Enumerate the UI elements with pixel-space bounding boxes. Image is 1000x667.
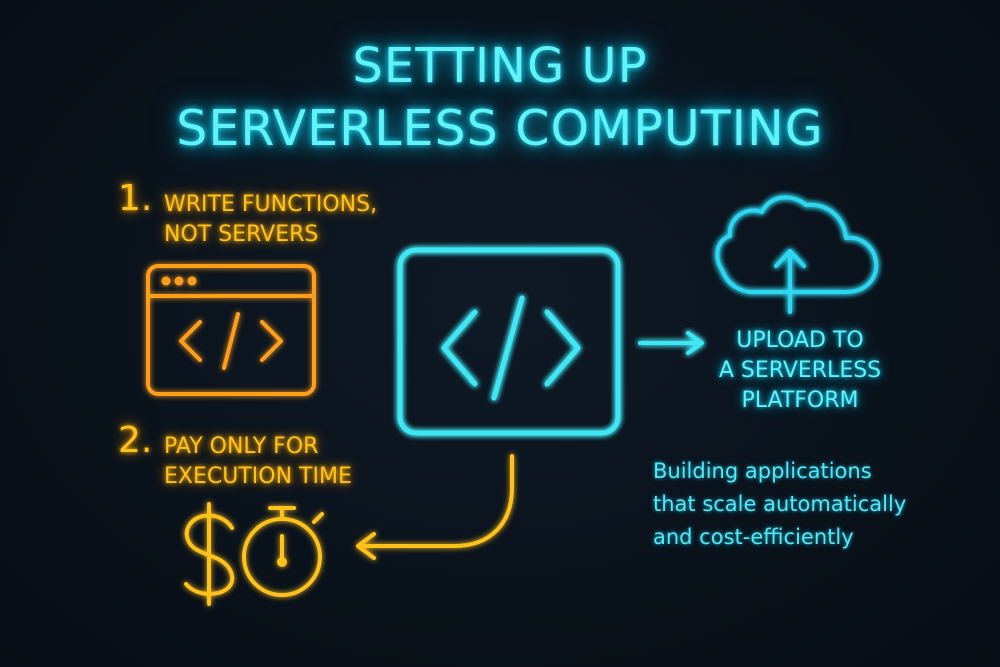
step-2-line-1: PAY ONLY FOR xyxy=(164,434,319,459)
description-text: Building applications that scale automat… xyxy=(653,455,906,554)
step-2-label: PAY ONLY FOR EXECUTION TIME xyxy=(164,432,352,492)
upload-line-2: A SERVERLESS xyxy=(718,358,882,383)
description-line-2: that scale automatically xyxy=(653,492,907,516)
upload-line-1: UPLOAD TO xyxy=(736,328,864,353)
step-1-label: WRITE FUNCTIONS, NOT SERVERS xyxy=(164,190,377,250)
description-line-3: and cost-efficiently xyxy=(653,525,854,549)
step-1-line-1: WRITE FUNCTIONS, xyxy=(164,192,378,217)
side-id-text: 1601906429 xyxy=(0,408,1,510)
step-2-number: 2. xyxy=(118,420,153,461)
step-1-line-2: NOT SERVERS xyxy=(164,222,319,247)
upload-line-3: PLATFORM xyxy=(741,388,859,413)
browser-window-code-icon xyxy=(146,264,316,396)
page-title-line-1: SETTING UP xyxy=(352,38,648,94)
upload-label: UPLOAD TO A SERVERLESS PLATFORM xyxy=(690,326,910,416)
return-arrow xyxy=(356,454,514,560)
step-1-number: 1. xyxy=(118,178,153,219)
code-brackets-icon xyxy=(397,247,621,436)
stopwatch-icon xyxy=(242,506,324,597)
page-title-line-2: SERVERLESS COMPUTING xyxy=(176,100,824,157)
cloud-upload-icon xyxy=(715,195,879,314)
upload-arrow xyxy=(638,331,704,355)
step-2-line-2: EXECUTION TIME xyxy=(164,464,352,489)
dollar-sign-icon xyxy=(184,502,235,606)
description-line-1: Building applications xyxy=(653,459,872,483)
